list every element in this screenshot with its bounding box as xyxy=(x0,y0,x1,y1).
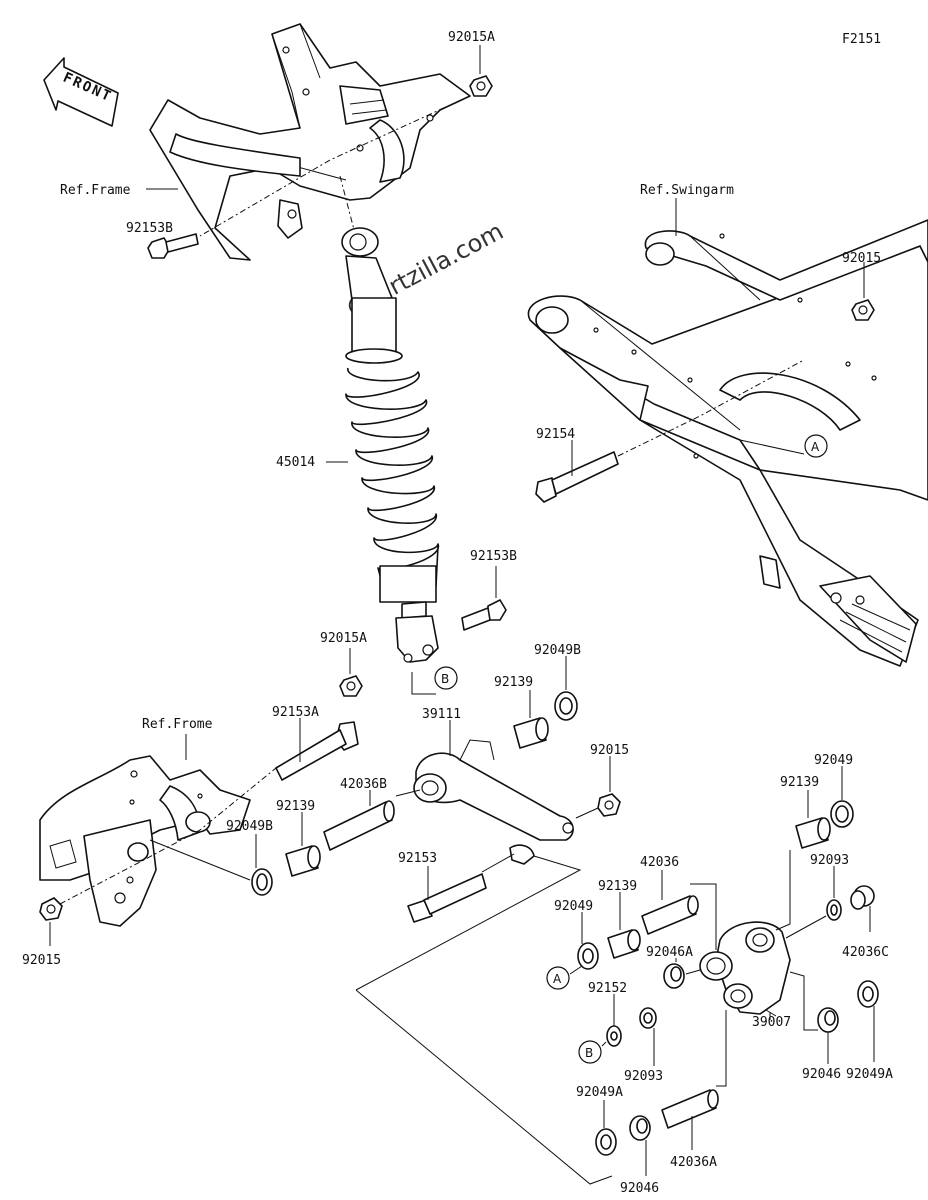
seal-92093-a[interactable] xyxy=(826,899,842,921)
sleeve-42036A[interactable] xyxy=(661,1089,719,1129)
nut-92015-right[interactable] xyxy=(851,299,875,321)
label-92153: 92153 xyxy=(398,851,437,866)
bushing-92139-d[interactable] xyxy=(607,929,641,959)
bushing-92139-b[interactable] xyxy=(285,845,321,877)
seal-92049B-b[interactable] xyxy=(251,868,273,896)
label-39111: 39111 xyxy=(422,707,461,722)
label-45014: 45014 xyxy=(276,455,315,470)
label-92015A-top: 92015A xyxy=(448,30,495,45)
label-92049-left: 92049 xyxy=(554,899,593,914)
bearing-92046-a[interactable] xyxy=(817,1007,839,1033)
label-92049-right: 92049 xyxy=(814,753,853,768)
bearing-92046-b[interactable] xyxy=(629,1115,651,1141)
label-92152: 92152 xyxy=(588,981,627,996)
label-92015-left: 92015 xyxy=(22,953,61,968)
shock-absorber-45014[interactable] xyxy=(341,227,439,663)
callout-b-shock-label: B xyxy=(441,672,449,686)
figure-id: F2151 xyxy=(842,32,881,47)
seal-92049A-bottom[interactable] xyxy=(595,1128,617,1156)
seal-92049-right[interactable] xyxy=(830,800,854,828)
label-42036C: 42036C xyxy=(842,945,889,960)
label-92015-mid: 92015 xyxy=(590,743,629,758)
label-92049A-bottom: 92049A xyxy=(576,1085,623,1100)
ref-frame-top-label: Ref.Frame xyxy=(60,183,131,198)
ref-swingarm-label: Ref.Swingarm xyxy=(640,183,734,198)
callout-a-lower-label: A xyxy=(553,972,562,986)
sleeve-42036[interactable] xyxy=(641,895,699,935)
rocker-arm-39007[interactable] xyxy=(699,921,791,1015)
rocker-link-39111[interactable] xyxy=(413,739,574,865)
label-92015A-mid: 92015A xyxy=(320,631,367,646)
bolt-92153B-top[interactable] xyxy=(147,233,199,259)
label-92093-b: 92093 xyxy=(624,1069,663,1084)
label-92015-right: 92015 xyxy=(842,251,881,266)
callout-b-lower-label: B xyxy=(585,1046,593,1060)
upper-frame-drawing xyxy=(149,23,471,261)
swingarm-drawing xyxy=(527,219,928,667)
label-39007: 39007 xyxy=(752,1015,791,1030)
bolt-92153A[interactable] xyxy=(275,721,359,781)
label-92049B-b: 92049B xyxy=(226,819,273,834)
label-92139-c: 92139 xyxy=(780,775,819,790)
label-42036: 42036 xyxy=(640,855,679,870)
collar-42036C[interactable] xyxy=(850,885,875,910)
seal-92049-left[interactable] xyxy=(577,942,599,970)
seal-92049B-a[interactable] xyxy=(554,691,578,721)
bolt-92153B-mid[interactable] xyxy=(461,599,507,631)
callout-b-lower xyxy=(578,1040,602,1064)
label-92139-d: 92139 xyxy=(598,879,637,894)
label-92046-a: 92046 xyxy=(802,1067,841,1082)
front-arrow-icon: FRONT xyxy=(43,57,119,127)
label-42036A: 42036A xyxy=(670,1155,717,1170)
seal-92049A-right[interactable] xyxy=(857,980,879,1008)
bushing-92139-a[interactable] xyxy=(513,717,549,749)
nut-92015-mid[interactable] xyxy=(597,793,621,817)
callout-a-swingarm-label: A xyxy=(811,440,820,454)
seal-92093-b[interactable] xyxy=(639,1007,657,1029)
callout-b-shock xyxy=(434,666,458,690)
label-92153B-mid: 92153B xyxy=(470,549,517,564)
label-92046-b: 92046 xyxy=(620,1181,659,1196)
nut-92015A-mid[interactable] xyxy=(339,675,363,697)
label-92153A: 92153A xyxy=(272,705,319,720)
label-92154: 92154 xyxy=(536,427,575,442)
washer-92152[interactable] xyxy=(606,1025,622,1047)
label-92046A: 92046A xyxy=(646,945,693,960)
label-92139-b: 92139 xyxy=(276,799,315,814)
label-92049B-a: 92049B xyxy=(534,643,581,658)
label-92093-a: 92093 xyxy=(810,853,849,868)
bolt-92154[interactable] xyxy=(535,451,619,503)
bolt-92153[interactable] xyxy=(407,873,487,923)
label-92153B-top: 92153B xyxy=(126,221,173,236)
label-42036B: 42036B xyxy=(340,777,387,792)
label-92139-a: 92139 xyxy=(494,675,533,690)
callout-a-swingarm xyxy=(804,434,828,458)
label-92049A-right: 92049A xyxy=(846,1067,893,1082)
bushing-92139-c[interactable] xyxy=(795,817,831,849)
bearing-92046A[interactable] xyxy=(663,963,685,989)
nut-92015A-top[interactable] xyxy=(469,75,493,97)
sleeve-42036B[interactable] xyxy=(323,800,395,851)
callout-a-lower xyxy=(546,966,570,990)
lower-frame-bracket-drawing xyxy=(39,755,277,927)
nut-92015-left[interactable] xyxy=(39,897,63,921)
ref-frame-bottom-label: Ref.Frome xyxy=(142,717,213,732)
